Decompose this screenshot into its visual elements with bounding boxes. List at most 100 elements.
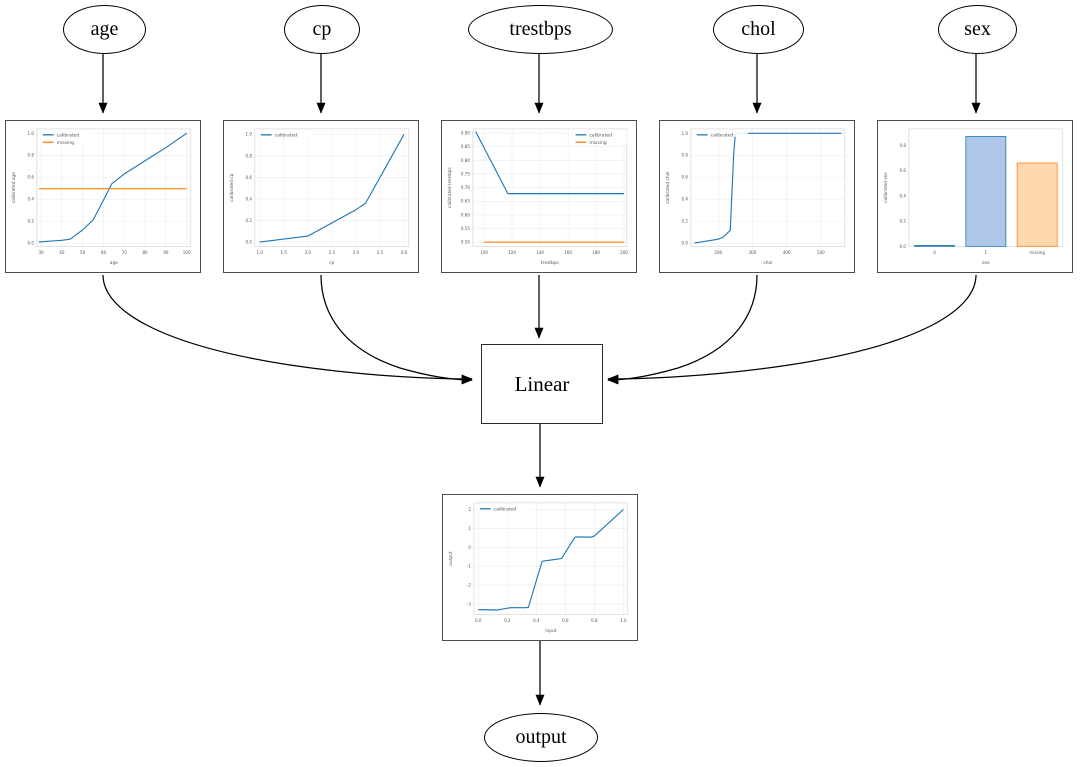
svg-text:calibrated cp: calibrated cp bbox=[229, 173, 235, 201]
svg-text:-2: -2 bbox=[467, 583, 471, 588]
svg-text:1.5: 1.5 bbox=[281, 250, 288, 255]
svg-text:0.8: 0.8 bbox=[591, 618, 598, 623]
svg-text:trestbps: trestbps bbox=[541, 260, 559, 266]
svg-text:0.6: 0.6 bbox=[681, 175, 688, 180]
svg-text:input: input bbox=[545, 628, 556, 634]
svg-text:1.0: 1.0 bbox=[256, 250, 263, 255]
svg-text:100: 100 bbox=[480, 250, 488, 255]
svg-text:100: 100 bbox=[183, 250, 191, 255]
svg-text:0.50: 0.50 bbox=[461, 240, 470, 245]
svg-text:1.0: 1.0 bbox=[245, 132, 252, 137]
node-cp-label: cp bbox=[312, 18, 332, 40]
svg-text:0: 0 bbox=[933, 250, 936, 255]
svg-text:calibrated: calibrated bbox=[57, 132, 80, 138]
svg-text:calibrated trestbps: calibrated trestbps bbox=[447, 166, 453, 208]
svg-text:1.0: 1.0 bbox=[27, 131, 34, 136]
node-chol[interactable]: chol bbox=[713, 5, 804, 54]
svg-text:2: 2 bbox=[468, 507, 471, 512]
svg-text:-1: -1 bbox=[467, 564, 471, 569]
node-output[interactable]: output bbox=[484, 713, 598, 762]
svg-text:0.4: 0.4 bbox=[899, 193, 906, 198]
svg-text:cp: cp bbox=[329, 261, 334, 266]
svg-text:0.90: 0.90 bbox=[461, 130, 470, 135]
svg-text:0: 0 bbox=[468, 545, 471, 550]
svg-text:3.5: 3.5 bbox=[377, 250, 384, 255]
svg-text:1: 1 bbox=[468, 526, 471, 531]
svg-text:calibrated: calibrated bbox=[711, 132, 734, 138]
svg-text:0.85: 0.85 bbox=[461, 144, 470, 149]
svg-text:140: 140 bbox=[536, 250, 544, 255]
svg-text:0.8: 0.8 bbox=[245, 153, 252, 158]
svg-text:300: 300 bbox=[749, 250, 757, 255]
svg-text:sex: sex bbox=[982, 261, 990, 266]
svg-text:30: 30 bbox=[38, 250, 44, 255]
edge-age-plot-to-linear bbox=[102, 274, 473, 384]
svg-text:50: 50 bbox=[80, 250, 86, 255]
svg-text:2.0: 2.0 bbox=[305, 250, 312, 255]
node-age-label: age bbox=[90, 18, 119, 40]
node-age[interactable]: age bbox=[63, 5, 146, 54]
svg-text:0.60: 0.60 bbox=[461, 212, 470, 217]
node-sex[interactable]: sex bbox=[938, 5, 1017, 54]
svg-text:0.80: 0.80 bbox=[461, 158, 470, 163]
node-chol-label: chol bbox=[741, 18, 776, 40]
svg-text:120: 120 bbox=[508, 250, 516, 255]
svg-text:400: 400 bbox=[783, 250, 791, 255]
svg-text:0.8: 0.8 bbox=[899, 143, 906, 148]
svg-text:0.2: 0.2 bbox=[899, 219, 906, 224]
svg-text:0.2: 0.2 bbox=[681, 219, 688, 224]
svg-text:0.4: 0.4 bbox=[245, 196, 252, 201]
svg-text:0.0: 0.0 bbox=[681, 241, 688, 246]
svg-text:0.0: 0.0 bbox=[899, 244, 906, 249]
svg-text:160: 160 bbox=[564, 250, 572, 255]
svg-text:0.0: 0.0 bbox=[475, 618, 482, 623]
svg-text:0.70: 0.70 bbox=[461, 185, 470, 190]
svg-text:80: 80 bbox=[142, 250, 148, 255]
svg-text:calibrated age: calibrated age bbox=[11, 172, 17, 203]
svg-text:1.0: 1.0 bbox=[620, 618, 627, 623]
svg-text:calibrated: calibrated bbox=[494, 506, 517, 512]
svg-text:0.2: 0.2 bbox=[245, 218, 252, 223]
svg-text:0.4: 0.4 bbox=[533, 618, 540, 623]
svg-text:calibrated: calibrated bbox=[589, 132, 612, 138]
svg-text:1.0: 1.0 bbox=[681, 131, 688, 136]
svg-text:age: age bbox=[110, 261, 118, 266]
node-trestbps[interactable]: trestbps bbox=[468, 5, 613, 54]
svg-text:0.2: 0.2 bbox=[27, 219, 34, 224]
svg-text:3.0: 3.0 bbox=[353, 250, 360, 255]
edge-cp-plot-to-linear bbox=[320, 274, 473, 385]
svg-text:missing: missing bbox=[1029, 250, 1045, 255]
svg-text:0.8: 0.8 bbox=[27, 153, 34, 158]
svg-text:0.6: 0.6 bbox=[562, 618, 569, 623]
svg-text:200: 200 bbox=[620, 250, 628, 255]
svg-text:0.65: 0.65 bbox=[461, 199, 470, 204]
svg-text:2.5: 2.5 bbox=[329, 250, 336, 255]
svg-text:calibrated sex: calibrated sex bbox=[883, 172, 889, 203]
node-output-label: output bbox=[515, 726, 567, 748]
svg-text:0.0: 0.0 bbox=[27, 241, 34, 246]
node-sex-label: sex bbox=[964, 18, 991, 40]
svg-text:0.6: 0.6 bbox=[899, 168, 906, 173]
svg-text:0.6: 0.6 bbox=[245, 175, 252, 180]
svg-text:500: 500 bbox=[817, 250, 825, 255]
svg-text:70: 70 bbox=[122, 250, 128, 255]
edge-sex-plot-to-linear bbox=[607, 274, 977, 384]
svg-text:calibrated: calibrated bbox=[275, 132, 298, 138]
node-cp[interactable]: cp bbox=[284, 5, 360, 54]
node-trestbps-label: trestbps bbox=[509, 18, 572, 40]
svg-text:-3: -3 bbox=[467, 601, 471, 606]
node-linear[interactable]: Linear bbox=[481, 344, 603, 424]
